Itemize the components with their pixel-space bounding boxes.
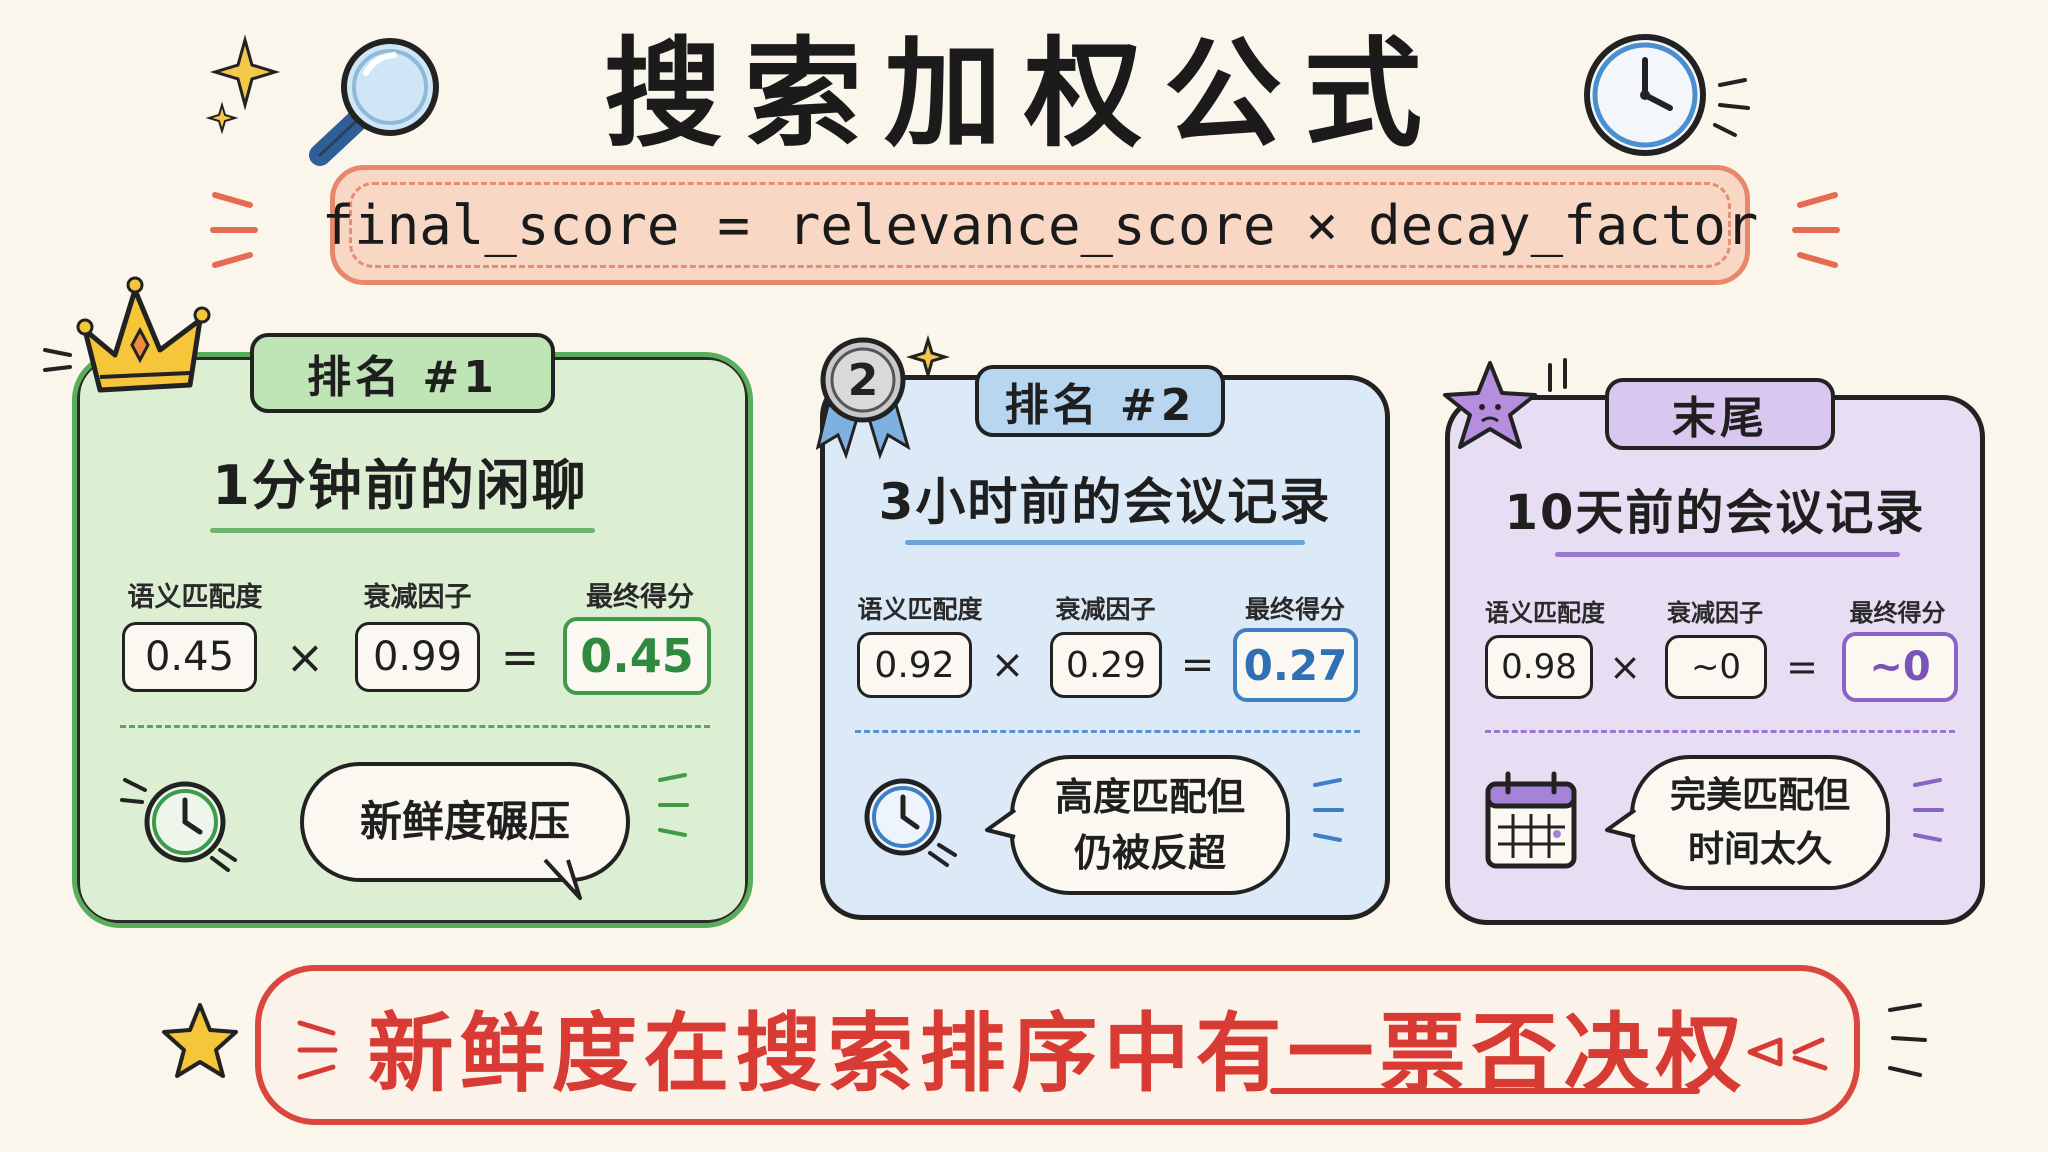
card-2-divider: [855, 730, 1360, 733]
card-3-times: ×: [1609, 645, 1641, 689]
card-1-note-line-1: 新鲜度碾压: [359, 797, 570, 846]
card-1-heading: 1分钟前的闲聊: [212, 453, 588, 517]
rank-tab-3: 末尾: [1605, 378, 1835, 450]
card-1-heading-underline: [210, 528, 595, 533]
card-1-label-relevance: 语义匹配度: [127, 582, 263, 613]
card-1-label-decay: 衰减因子: [363, 582, 472, 613]
card-3-accent-marks: [1913, 778, 1944, 842]
card-2-heading-underline: [905, 540, 1305, 545]
card-1-label-final: 最终得分: [586, 582, 694, 613]
card-3-note-bubble: 完美匹配但 时间太久: [1630, 755, 1890, 890]
star-icon: [162, 1003, 238, 1078]
card-3-equals: =: [1786, 645, 1818, 689]
formula-equals: =: [717, 193, 750, 257]
medal-icon: 2: [815, 334, 951, 460]
formula-times: ×: [1305, 193, 1339, 257]
verdict-accent-left: [297, 1020, 338, 1080]
formula-banner: [330, 165, 1750, 285]
formula-text: final_score = relevance_score × decay_fa…: [322, 165, 1758, 285]
verdict-underline: [1270, 1088, 1700, 1094]
card-3-bubble-tail: [1605, 808, 1637, 839]
formula-term-decay: decay_factor: [1368, 193, 1759, 257]
crown-icon: [43, 276, 211, 393]
card-1-bubble-tail: [543, 858, 582, 900]
verdict-text: 新鲜度在搜索排序中有一票否决权: [367, 1003, 1748, 1104]
accent-marks-left: [210, 192, 258, 268]
card-1-note-bubble: 新鲜度碾压: [300, 762, 630, 882]
card-3-relevance-value: 0.98: [1485, 635, 1593, 699]
card-2-note-line-1: 高度匹配但: [1054, 775, 1245, 819]
formula-term-relevance: relevance_score: [787, 193, 1276, 257]
rank-tab-2: 排名 #2: [975, 365, 1225, 437]
card-3-label-final: 最终得分: [1849, 599, 1946, 627]
sad-star-icon: [1443, 358, 1567, 449]
magnifier-icon: [309, 38, 439, 166]
medal-number: 2: [848, 355, 879, 406]
card-2-label-decay: 衰减因子: [1055, 595, 1156, 624]
card-3-label-relevance: 语义匹配度: [1485, 599, 1605, 627]
card-3-heading-underline: [1555, 552, 1900, 557]
card-3-label-decay: 衰减因子: [1667, 599, 1763, 627]
card-2-note-line-2: 仍被反超: [1073, 831, 1226, 875]
card-1-divider: [120, 725, 710, 728]
formula-lhs: final_score: [321, 193, 680, 257]
clock-icon: [1584, 34, 1750, 156]
card-1-relevance-value: 0.45: [122, 622, 257, 692]
card-1-decay-value: 0.99: [355, 622, 480, 692]
card-2-decay-value: 0.29: [1050, 632, 1162, 698]
card-2-label-final: 最终得分: [1244, 595, 1345, 624]
verdict-banner: [255, 965, 1860, 1125]
card-2-clock-icon: [864, 778, 957, 867]
card-2-bubble-tail: [985, 808, 1017, 839]
card-1-accent-marks: [658, 773, 689, 837]
verdict-accent-outer: [1888, 1003, 1927, 1077]
card-2-note-bubble: 高度匹配但 仍被反超: [1010, 755, 1290, 895]
card-2-heading: 3小时前的会议记录: [878, 472, 1332, 531]
card-3-note-line-2: 时间太久: [1687, 828, 1832, 870]
card-2-equals: =: [1180, 642, 1215, 688]
verdict-accent-right: [1747, 1037, 1828, 1071]
card-2-relevance-value: 0.92: [857, 632, 972, 698]
card-2-label-relevance: 语义匹配度: [857, 595, 983, 624]
card-3-divider: [1485, 730, 1955, 733]
accent-marks-right: [1792, 192, 1840, 268]
rank-tab-1: 排名 #1: [250, 333, 555, 413]
page-title: 搜索加权公式: [603, 24, 1444, 163]
card-2-accent-marks: [1313, 778, 1344, 842]
calendar-icon: [1485, 771, 1577, 869]
card-1-equals: =: [500, 630, 540, 684]
card-3-decay-value: ~0: [1665, 635, 1767, 699]
card-3-final-value: ~0: [1842, 632, 1958, 702]
card-3-note-line-1: 完美匹配但: [1669, 774, 1850, 816]
card-1-final-value: 0.45: [563, 617, 711, 695]
card-1-clock-icon: [120, 778, 237, 872]
card-3-heading: 10天前的会议记录: [1504, 484, 1926, 541]
sparkle-icon: [205, 34, 281, 135]
card-2-times: ×: [990, 642, 1025, 688]
card-1-times: ×: [285, 630, 325, 684]
card-2-final-value: 0.27: [1233, 628, 1358, 702]
